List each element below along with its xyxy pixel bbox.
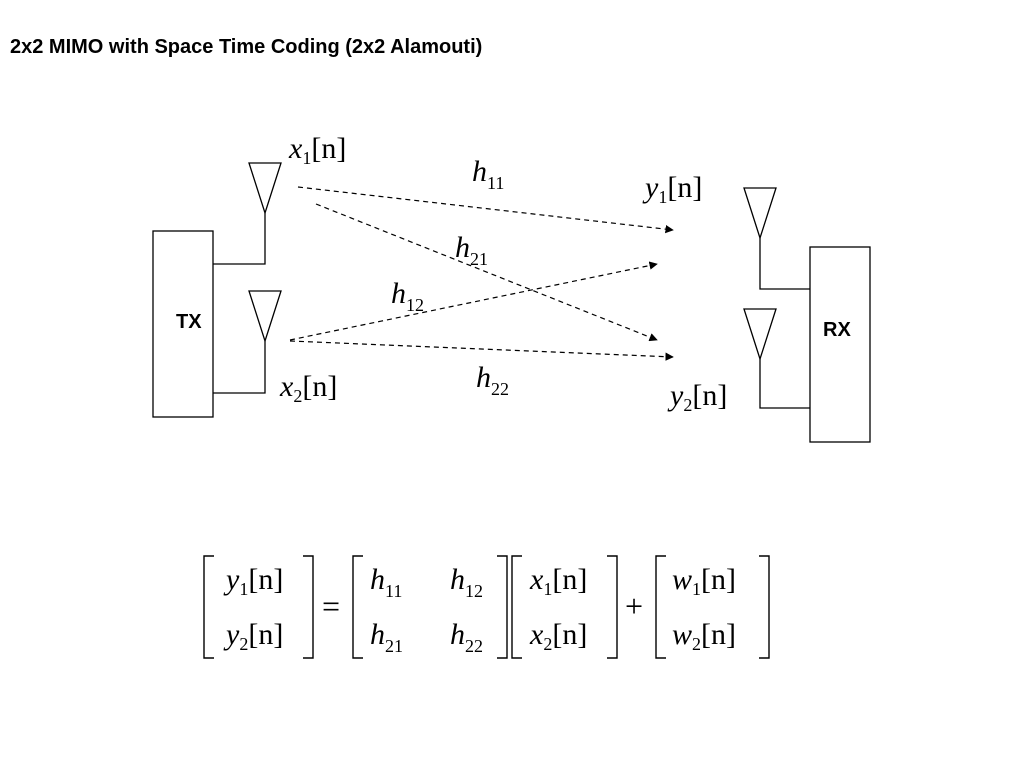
eq-h21: h21 (370, 618, 403, 656)
h21-label: h21 (455, 231, 488, 269)
y1-label: y1[n] (642, 171, 702, 207)
slide-title: 2x2 MIMO with Space Time Coding (2x2 Ala… (10, 36, 483, 58)
tx-antenna-2-icon (213, 290, 282, 394)
tx-antenna-1-icon (213, 162, 282, 265)
h-matrix-right-bracket (497, 555, 508, 659)
rx-antenna-1-icon (743, 187, 810, 290)
channel-path-h22 (289, 340, 674, 361)
h11-label: h11 (472, 155, 504, 193)
eq-y1: y1[n] (223, 563, 283, 599)
x-vector-right-bracket (607, 555, 618, 659)
rx-antenna-2-icon (743, 308, 810, 409)
h22-label: h22 (476, 361, 509, 399)
w-vector-right-bracket (759, 555, 770, 659)
x2-label: x2[n] (279, 370, 337, 406)
eq-plus: + (625, 588, 643, 624)
eq-x1: x1[n] (529, 563, 587, 599)
eq-h11: h11 (370, 563, 402, 601)
x-vector-left-bracket (511, 555, 522, 659)
channel-path-h21 (315, 203, 658, 342)
y-vector-right-bracket (303, 555, 314, 659)
y2-label: y2[n] (667, 379, 727, 415)
h12-label: h12 (391, 277, 424, 315)
rx-label: RX (823, 319, 851, 341)
eq-w1: w1[n] (672, 563, 736, 599)
w-vector-left-bracket (655, 555, 666, 659)
h-matrix-left-bracket (352, 555, 363, 659)
matrix-equation: y1[n] y2[n] = h11 h12 h21 h22 x1[n] x2[n… (203, 555, 770, 659)
eq-equals: = (322, 588, 340, 624)
y-vector-left-bracket (203, 555, 214, 659)
eq-w2: w2[n] (672, 618, 736, 654)
tx-label: TX (176, 311, 202, 333)
x1-label: x1[n] (288, 132, 346, 168)
rx-block (809, 246, 871, 443)
eq-y2: y2[n] (223, 618, 283, 654)
channel-path-h11 (297, 186, 674, 234)
tx-block (152, 230, 214, 418)
eq-h12: h12 (450, 563, 483, 601)
channel-path-h12 (289, 261, 658, 341)
eq-x2: x2[n] (529, 618, 587, 654)
eq-h22: h22 (450, 618, 483, 656)
